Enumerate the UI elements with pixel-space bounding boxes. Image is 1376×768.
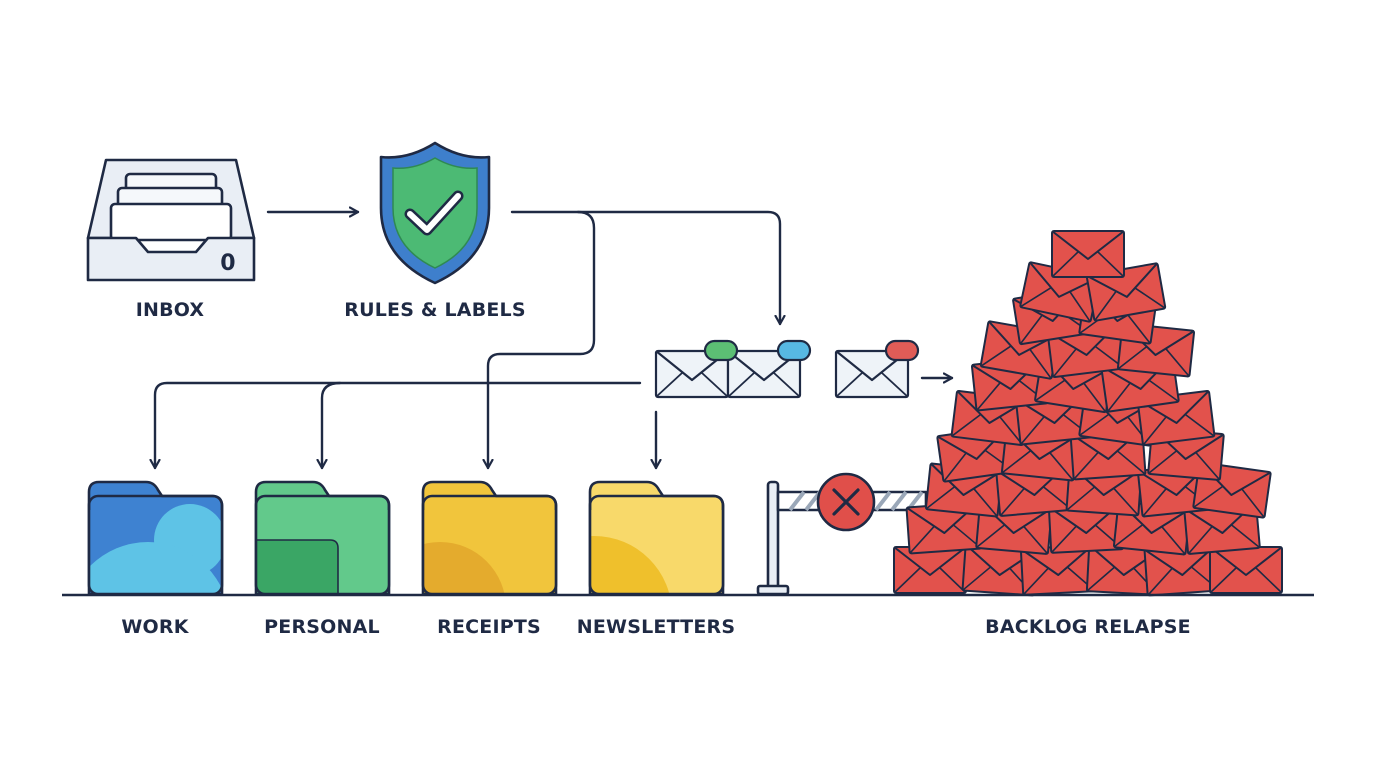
backlog-node: BACKLOG RELAPSE <box>893 230 1283 638</box>
inbox-label: INBOX <box>136 299 205 321</box>
folder-work: WORK <box>87 480 224 638</box>
folder-work-label: WORK <box>121 616 189 638</box>
tag-blue-icon <box>776 339 812 362</box>
folder-icon <box>588 480 725 596</box>
flow-connectors <box>155 210 954 470</box>
folder-icon <box>87 480 224 596</box>
inbox-tray-icon <box>86 158 256 282</box>
tag-green-icon <box>703 339 739 362</box>
folder-newsletters: NEWSLETTERS <box>577 480 735 638</box>
arrow-bus-to-work <box>155 381 642 470</box>
folder-personal-label: PERSONAL <box>264 616 380 638</box>
envelope-icon <box>893 546 967 594</box>
envelope-pile-icon <box>893 230 1283 597</box>
rules-node: RULES & LABELS <box>344 141 526 321</box>
folder-icon <box>421 480 558 596</box>
backlog-label: BACKLOG RELAPSE <box>985 616 1191 638</box>
inbox-node: 0 INBOX <box>86 158 256 321</box>
arrow-bus-to-personal <box>322 381 342 470</box>
rules-label: RULES & LABELS <box>344 299 526 321</box>
folder-receipts-label: RECEIPTS <box>437 616 541 638</box>
arrow-rules-to-tags <box>510 210 780 326</box>
folder-newsletters-label: NEWSLETTERS <box>577 616 735 638</box>
tag-red-icon <box>884 339 920 362</box>
shield-check-icon <box>379 141 491 285</box>
folder-personal: PERSONAL <box>254 480 391 638</box>
barrier-gate-x-icon <box>756 472 928 596</box>
inbox-count: 0 <box>220 251 236 276</box>
folder-receipts: RECEIPTS <box>421 480 558 638</box>
folder-icon <box>254 480 391 596</box>
tagged-envelopes <box>654 339 920 399</box>
envelope-icon <box>1051 230 1125 278</box>
arrow-rules-to-receipts <box>488 210 596 470</box>
folders-row: WORK PERSONAL <box>87 480 735 638</box>
envelope-icon <box>1209 546 1283 594</box>
